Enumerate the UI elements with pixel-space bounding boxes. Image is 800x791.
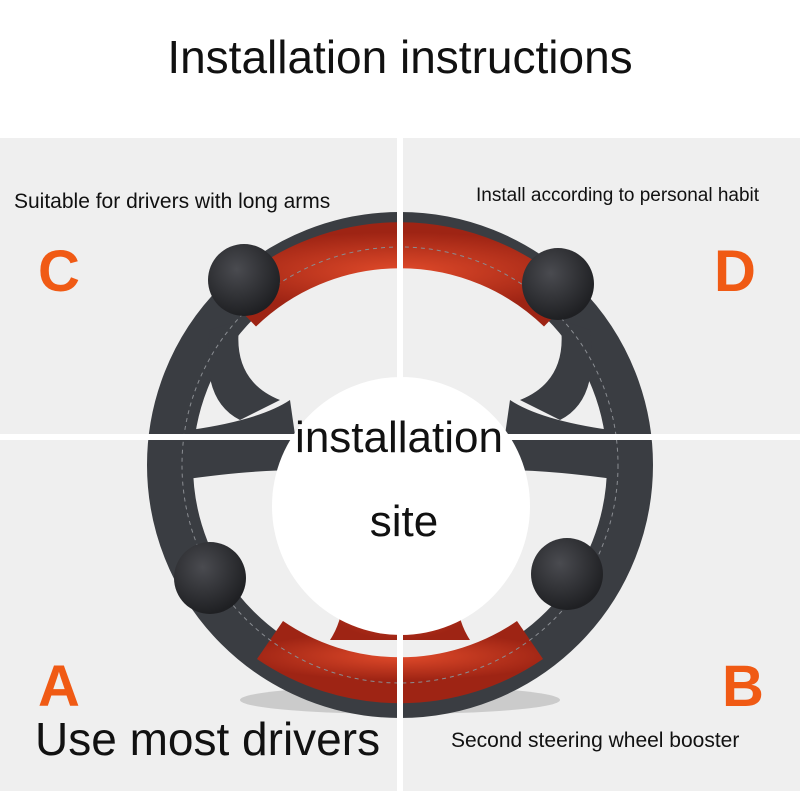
letter-b: B (722, 654, 764, 719)
page-title: Installation instructions (167, 31, 633, 83)
knob-icon (208, 244, 280, 316)
center-circle (272, 377, 530, 635)
center-label-line2: site (369, 497, 439, 546)
knob-icon (174, 542, 246, 614)
caption-d: Install according to personal habit (476, 185, 760, 206)
letter-a: A (38, 654, 80, 719)
knob-icon (531, 538, 603, 610)
caption-c: Suitable for drivers with long arms (14, 190, 331, 213)
knob-icon (522, 248, 594, 320)
letter-d: D (714, 239, 756, 304)
caption-a: Use most drivers (35, 713, 381, 765)
center-label-line1: installation (295, 413, 503, 462)
caption-b: Second steering wheel booster (451, 729, 740, 752)
letter-c: C (38, 239, 80, 304)
